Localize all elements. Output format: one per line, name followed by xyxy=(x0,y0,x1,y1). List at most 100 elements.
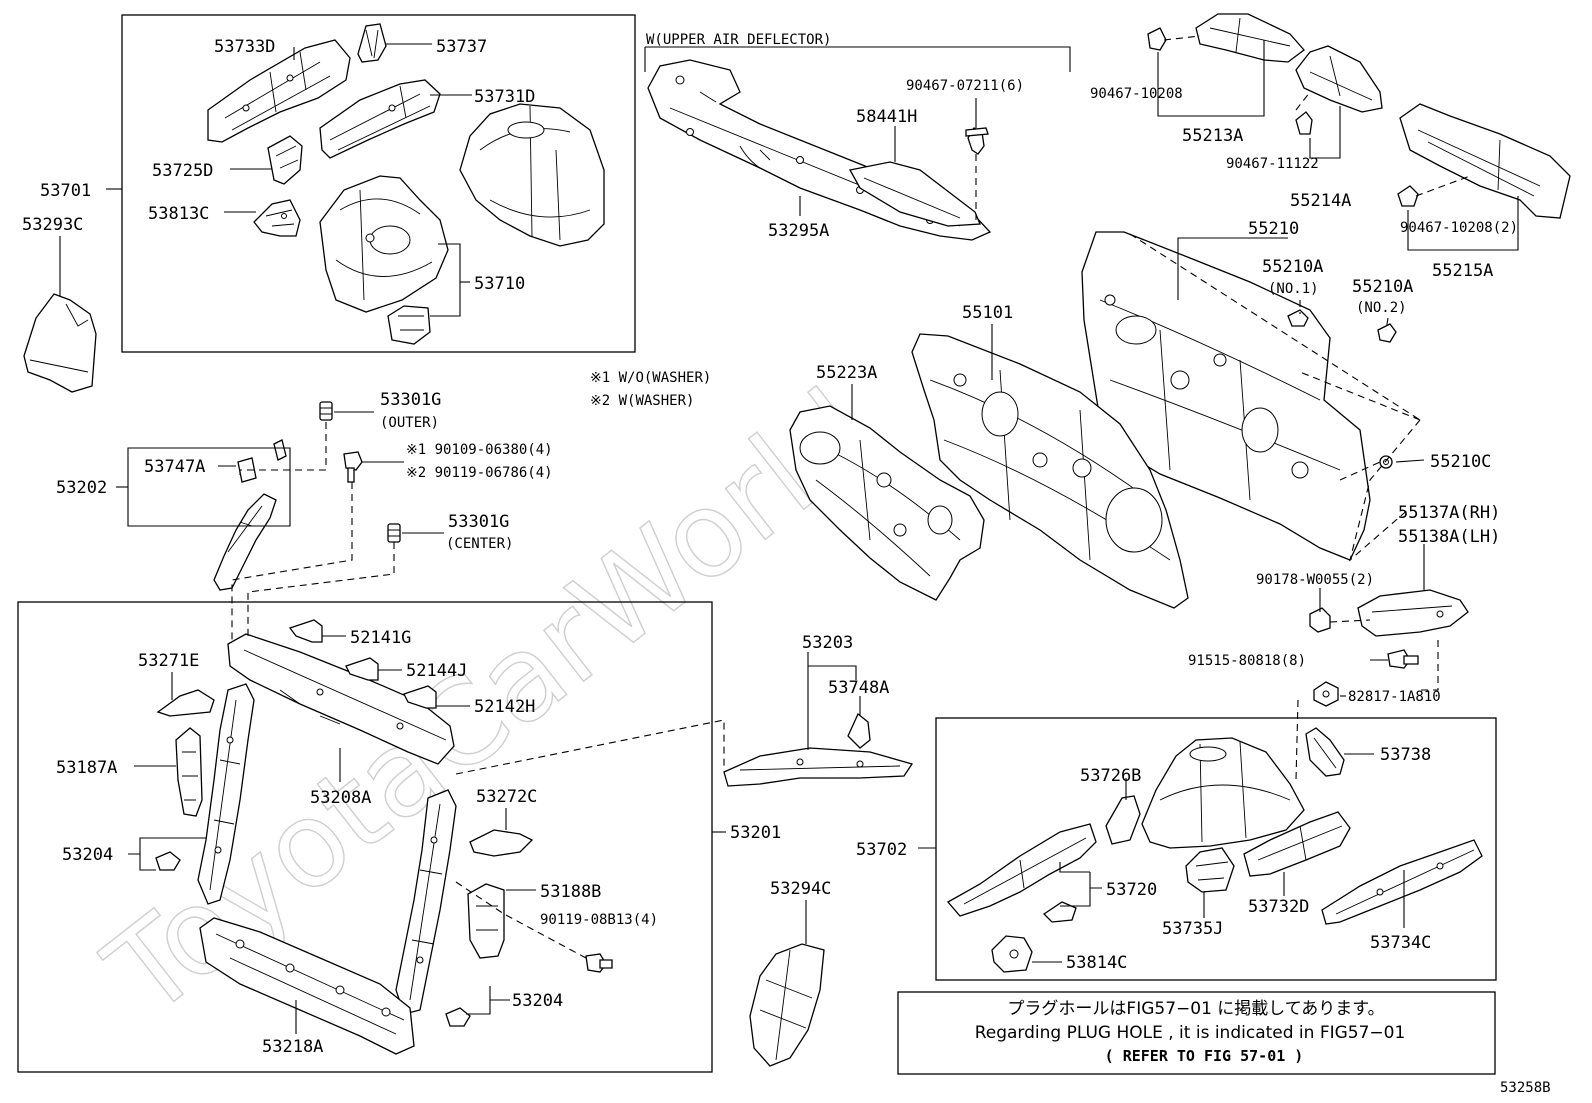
label-53271E[interactable]: 53271E xyxy=(138,651,199,671)
part-53271E[interactable] xyxy=(156,689,215,717)
grommet-82817-1A810[interactable] xyxy=(1313,681,1339,707)
label-53301G-outer[interactable]: 53301G xyxy=(380,390,441,410)
label-53735J[interactable]: 53735J xyxy=(1162,919,1223,939)
label-53208A[interactable]: 53208A xyxy=(310,788,371,808)
label-53748A[interactable]: 53748A xyxy=(828,678,889,698)
label-90467-07211[interactable]: 90467-07211(6) xyxy=(906,78,1024,94)
label-90178-W0055[interactable]: 90178-W0055(2) xyxy=(1256,572,1374,588)
label-53203[interactable]: 53203 xyxy=(802,633,853,653)
part-upright-left[interactable] xyxy=(197,683,255,905)
label-55213A[interactable]: 55213A xyxy=(1182,126,1243,146)
part-55223A[interactable] xyxy=(789,405,985,601)
label-90467-10208[interactable]: 90467-10208 xyxy=(1090,86,1183,102)
nut-90178-W0055[interactable] xyxy=(1309,607,1331,633)
label-90467-10208-2[interactable]: 90467-10208(2) xyxy=(1400,220,1518,236)
part-55215A[interactable] xyxy=(1399,103,1571,219)
part-53204-right[interactable] xyxy=(445,1007,471,1027)
label-90109-06380[interactable]: ※1 90109-06380(4) xyxy=(406,442,553,458)
part-53294C[interactable] xyxy=(749,943,825,1067)
label-55210[interactable]: 55210 xyxy=(1248,219,1299,239)
label-53218A[interactable]: 53218A xyxy=(262,1037,323,1057)
part-53731D[interactable] xyxy=(319,79,441,159)
label-55210C[interactable]: 55210C xyxy=(1430,452,1491,472)
label-55214A[interactable]: 55214A xyxy=(1290,191,1351,211)
part-53202-bracket[interactable] xyxy=(213,493,277,591)
label-53204-left[interactable]: 53204 xyxy=(62,845,113,865)
part-53748A[interactable] xyxy=(847,712,871,749)
label-55223A[interactable]: 55223A xyxy=(816,363,877,383)
part-53710-bracket[interactable] xyxy=(387,305,431,345)
label-53187A[interactable]: 53187A xyxy=(56,758,117,778)
part-53732D[interactable] xyxy=(1243,811,1351,877)
label-53720[interactable]: 53720 xyxy=(1106,880,1157,900)
note-line-ref[interactable]: ( REFER TO FIG 57-01 ) xyxy=(1105,1047,1304,1065)
part-53301G-center[interactable] xyxy=(387,523,401,543)
part-wheelhouse-rear[interactable] xyxy=(459,103,605,247)
label-55215A[interactable]: 55215A xyxy=(1432,261,1493,281)
part-55137A[interactable] xyxy=(1357,589,1469,637)
part-53733D[interactable] xyxy=(207,39,351,143)
part-wheelhouse-53702[interactable] xyxy=(1141,737,1305,849)
label-53272C[interactable]: 53272C xyxy=(476,787,537,807)
part-53735J[interactable] xyxy=(1185,847,1235,893)
label-53293C[interactable]: 53293C xyxy=(22,215,83,235)
label-53731D[interactable]: 53731D xyxy=(474,87,535,107)
label-53734C[interactable]: 53734C xyxy=(1370,933,1431,953)
clip-55210A-no1[interactable] xyxy=(1287,309,1309,327)
label-53201[interactable]: 53201 xyxy=(730,823,781,843)
part-55214A[interactable] xyxy=(1295,45,1383,113)
label-53188B[interactable]: 53188B xyxy=(540,882,601,902)
part-53301G-outer[interactable] xyxy=(319,401,333,421)
clip-90467-10208[interactable] xyxy=(1147,27,1167,51)
label-53294C[interactable]: 53294C xyxy=(770,879,831,899)
bolt-90109-06380[interactable] xyxy=(343,451,363,483)
part-53737[interactable] xyxy=(357,23,387,63)
label-55210A-no1[interactable]: 55210A xyxy=(1262,257,1323,277)
clip-90467-07211[interactable] xyxy=(965,127,989,155)
part-53293C[interactable] xyxy=(23,293,97,393)
label-90119-08B13[interactable]: 90119-08B13(4) xyxy=(540,912,658,928)
label-53814C[interactable]: 53814C xyxy=(1066,953,1127,973)
part-53726B[interactable] xyxy=(1105,795,1141,845)
label-53738[interactable]: 53738 xyxy=(1380,745,1431,765)
clip-90467-11122[interactable] xyxy=(1295,111,1313,135)
label-53295A[interactable]: 53295A xyxy=(768,221,829,241)
label-53204-right[interactable]: 53204 xyxy=(512,991,563,1011)
part-53738[interactable] xyxy=(1305,727,1345,777)
label-53301G-center[interactable]: 53301G xyxy=(448,512,509,532)
label-52141G[interactable]: 52141G xyxy=(350,628,411,648)
part-52142H[interactable] xyxy=(403,685,437,709)
label-53710[interactable]: 53710 xyxy=(474,274,525,294)
part-53720-small[interactable] xyxy=(1042,901,1077,923)
part-53734C[interactable] xyxy=(1321,839,1483,925)
part-53814C[interactable] xyxy=(991,935,1033,973)
label-53701[interactable]: 53701 xyxy=(40,181,91,201)
part-53187A[interactable] xyxy=(175,727,203,817)
label-55101[interactable]: 55101 xyxy=(962,303,1013,323)
part-52144J[interactable] xyxy=(345,657,379,681)
label-53732D[interactable]: 53732D xyxy=(1248,897,1309,917)
label-55138A[interactable]: 55138A(LH) xyxy=(1398,527,1500,547)
part-55101[interactable] xyxy=(911,333,1189,609)
part-53208A[interactable] xyxy=(227,633,455,765)
part-wheelhouse-front[interactable] xyxy=(319,175,449,313)
bolt-90119-08B13[interactable] xyxy=(585,953,613,973)
label-55137A[interactable]: 55137A(RH) xyxy=(1398,503,1500,523)
label-82817-1A810[interactable]: 82817-1A810 xyxy=(1348,689,1441,705)
label-53813C[interactable]: 53813C xyxy=(148,204,209,224)
part-53272C[interactable] xyxy=(469,829,534,857)
part-53204-left[interactable] xyxy=(155,851,181,871)
part-53203[interactable] xyxy=(723,747,914,787)
label-90467-11122[interactable]: 90467-11122 xyxy=(1226,156,1319,172)
label-58441H[interactable]: 58441H xyxy=(856,107,917,127)
part-58441H[interactable] xyxy=(848,161,981,227)
label-91515-80818[interactable]: 91515-80818(8) xyxy=(1188,653,1306,669)
clip-90467-10208-2[interactable] xyxy=(1397,185,1419,207)
label-52142H[interactable]: 52142H xyxy=(474,697,535,717)
label-53737[interactable]: 53737 xyxy=(436,37,487,57)
part-53747A[interactable] xyxy=(237,439,287,483)
label-53725D[interactable]: 53725D xyxy=(152,161,213,181)
label-52144J[interactable]: 52144J xyxy=(406,661,467,681)
label-53202[interactable]: 53202 xyxy=(56,478,107,498)
label-90119-06786[interactable]: ※2 90119-06786(4) xyxy=(406,465,553,481)
